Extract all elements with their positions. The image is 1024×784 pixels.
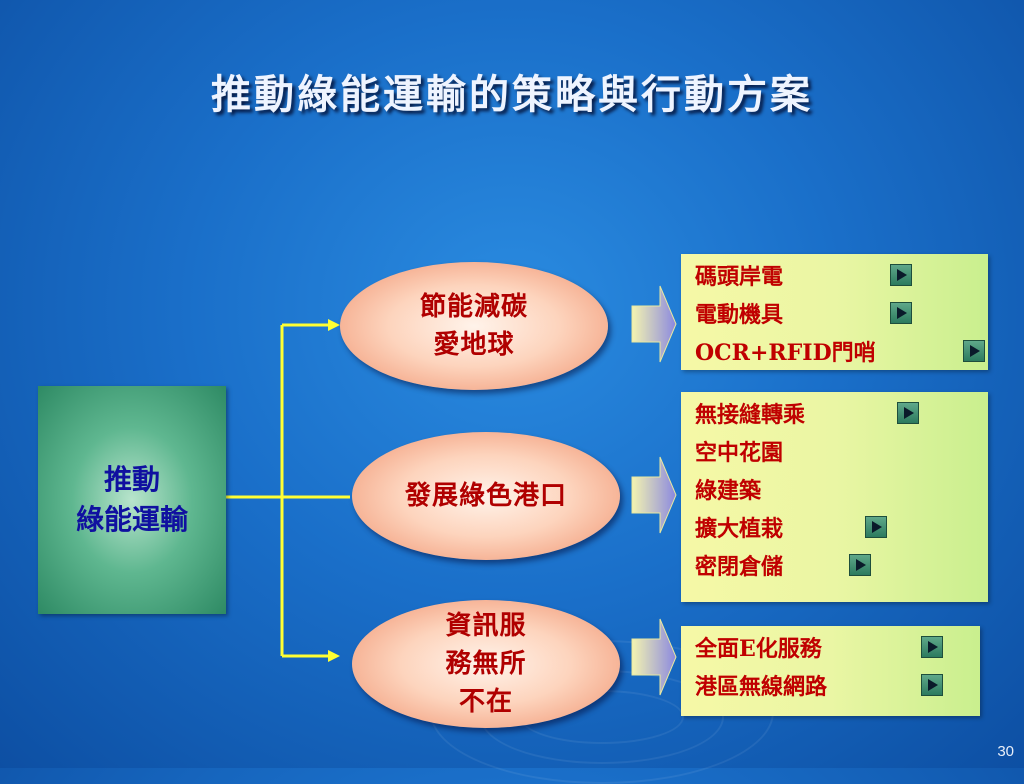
action-panel-info-service: 全面E化服務 港區無線網路 (681, 626, 980, 716)
connector-arrowhead-top (328, 319, 340, 331)
list-item: 密閉倉儲 (695, 546, 988, 584)
action-item-label: 電動機具 (695, 302, 784, 328)
action-item-label: 無接縫轉乘 (695, 402, 806, 428)
strategy-node-energy: 節能減碳 愛地球 (340, 262, 608, 390)
action-item-label: 擴大植栽 (695, 516, 784, 542)
action-item-label: 綠建築 (695, 478, 762, 504)
list-item: 擴大植栽 (695, 508, 988, 546)
strategy-node-green-port: 發展綠色港口 (352, 432, 620, 560)
slide-title: 推動綠能運輸的策略與行動方案 (211, 71, 813, 118)
play-triangle-icon[interactable] (921, 636, 943, 658)
strategy-line: 務無所 (445, 649, 527, 679)
action-item-label: 港區無線網路 (695, 674, 828, 700)
action-item-label: 密閉倉儲 (695, 554, 784, 580)
action-panel-green-port: 無接縫轉乘 空中花園 綠建築 擴大植栽 密閉倉儲 (681, 392, 988, 602)
play-triangle-icon[interactable] (890, 264, 912, 286)
root-line-1: 推動 (103, 463, 160, 496)
connector-arrowhead-bottom (328, 650, 340, 662)
play-triangle-icon[interactable] (865, 516, 887, 538)
action-item-label: 空中花園 (695, 440, 784, 466)
strategy-line: 愛地球 (433, 330, 515, 360)
action-item-label: OCR+RFID門哨 (695, 340, 876, 366)
list-item: 港區無線網路 (695, 666, 980, 704)
list-item: OCR+RFID門哨 (695, 332, 988, 370)
block-arrow-icon (631, 285, 677, 363)
root-node: 推動 綠能運輸 (38, 386, 226, 614)
play-triangle-icon[interactable] (921, 674, 943, 696)
strategy-line: 資訊服 (445, 611, 527, 641)
play-triangle-icon[interactable] (890, 302, 912, 324)
root-line-2: 綠能運輸 (75, 503, 188, 536)
play-triangle-icon[interactable] (849, 554, 871, 576)
play-triangle-icon[interactable] (963, 340, 985, 362)
block-arrow-icon (631, 618, 677, 696)
list-item: 電動機具 (695, 294, 988, 332)
strategy-line: 發展綠色港口 (404, 481, 567, 511)
block-arrow-icon (631, 456, 677, 534)
strategy-line: 不在 (458, 687, 513, 717)
page-number: 30 (997, 743, 1014, 760)
action-item-label: 全面E化服務 (695, 636, 822, 662)
strategy-node-info-service: 資訊服 務無所 不在 (352, 600, 620, 728)
strategy-line: 節能減碳 (419, 292, 528, 322)
list-item: 全面E化服務 (695, 628, 980, 666)
play-triangle-icon[interactable] (897, 402, 919, 424)
list-item: 綠建築 (695, 470, 988, 508)
connector-lines (226, 319, 350, 662)
list-item: 空中花園 (695, 432, 988, 470)
list-item: 碼頭岸電 (695, 256, 988, 294)
list-item: 無接縫轉乘 (695, 394, 988, 432)
action-panel-energy: 碼頭岸電 電動機具 OCR+RFID門哨 (681, 254, 988, 370)
action-item-label: 碼頭岸電 (695, 264, 784, 290)
